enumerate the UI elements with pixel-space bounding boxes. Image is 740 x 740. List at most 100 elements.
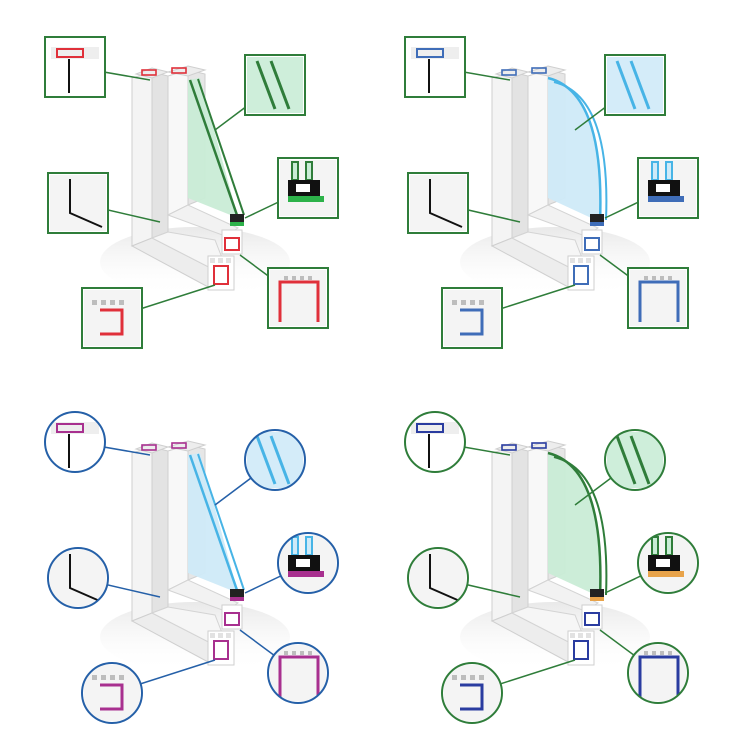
profile-chamber-upper <box>221 229 243 255</box>
detail-pane-edge-2 <box>269 60 291 110</box>
detail-reinforcement-u <box>100 308 124 336</box>
profile-chamber-cell <box>570 258 575 263</box>
detail-glass-slot-1 <box>291 161 299 181</box>
detail-reinforcement-u <box>460 683 484 711</box>
detail-reinforcement-channel <box>278 280 320 322</box>
detail-chamber-dot <box>292 276 296 280</box>
detail-chamber-dot <box>461 675 466 680</box>
left-frame-detail-border <box>47 547 109 609</box>
reinforcement-lower <box>213 640 229 660</box>
top-cap-reinforcement <box>141 69 157 76</box>
detail-chamber-dot <box>292 651 296 655</box>
detail-bead-gasket <box>296 184 310 192</box>
sash-detail <box>627 642 689 704</box>
glass-edge-inner <box>197 78 245 216</box>
sash-bottom <box>526 204 600 237</box>
reinforcement-upper <box>224 612 240 626</box>
top-corner-detail <box>44 36 106 98</box>
detail-profile-bg <box>444 290 500 346</box>
detail-frame-surface <box>410 550 466 606</box>
detail-chamber-dot <box>308 651 312 655</box>
detail-glass-slot-2 <box>665 161 673 181</box>
seal-strip <box>230 597 244 601</box>
top-cap-reinforcement <box>501 444 517 451</box>
profile-chamber-cell <box>226 258 231 263</box>
glass-detail-border <box>244 54 306 116</box>
glass-pane <box>548 78 601 222</box>
reinforcement-upper <box>584 612 600 626</box>
glazing-bead <box>590 214 604 224</box>
detail-seal <box>288 571 324 577</box>
detail-chamber-dot <box>101 300 106 305</box>
top-cap-reinforcement <box>141 444 157 451</box>
profile-chamber-cell <box>210 258 215 263</box>
bottom-profile-detail-border <box>441 662 503 724</box>
detail-chamber-dot <box>110 300 115 305</box>
detail-pane-edge-1 <box>615 435 637 485</box>
glazing-bead-detail <box>637 157 699 219</box>
glass-detail <box>604 54 666 116</box>
window-variant-green-straight <box>44 36 339 349</box>
detail-chamber-dot <box>119 300 124 305</box>
sash-vertical <box>527 444 549 591</box>
reinforcement-lower <box>213 265 229 285</box>
sash-detail-border <box>267 267 329 329</box>
profile-chamber-cell <box>226 633 231 638</box>
detail-bead-gasket <box>296 559 310 567</box>
reinforcement-lower <box>573 640 589 660</box>
glass-detail-border <box>604 54 666 116</box>
glazing-bead-detail <box>277 532 339 594</box>
detail-chamber-dot <box>668 276 672 280</box>
top-cap-reinforcement-2 <box>531 442 547 449</box>
detail-chamber-dot <box>308 276 312 280</box>
glazing-bead <box>590 589 604 599</box>
detail-chamber-dot <box>470 300 475 305</box>
detail-profile-bg <box>84 665 140 721</box>
sash-detail <box>267 267 329 329</box>
glazing-bead-detail-border <box>637 157 699 219</box>
detail-reinforcement-channel <box>278 655 320 697</box>
detail-reinforcement <box>416 48 444 58</box>
detail-chamber-dot <box>284 651 288 655</box>
top-corner-detail-border <box>404 36 466 98</box>
top-corner-detail-border <box>44 411 106 473</box>
profile-chamber-cell <box>570 633 575 638</box>
detail-corner-line <box>69 554 103 603</box>
detail-chamber-dot <box>652 651 656 655</box>
profile-chamber-cell <box>578 258 583 263</box>
window-variant-navy-arched <box>404 411 699 724</box>
glazing-bead-detail-border <box>277 157 339 219</box>
detail-reinforcement <box>416 423 444 433</box>
detail-seal <box>288 196 324 202</box>
detail-pane-edge-1 <box>615 60 637 110</box>
bottom-profile-detail <box>441 287 503 349</box>
detail-chamber-dot <box>284 276 288 280</box>
top-cap-reinforcement <box>501 69 517 76</box>
outer-frame-side <box>151 446 169 614</box>
detail-glass-slot-1 <box>651 161 659 181</box>
detail-chamber-dot <box>300 276 304 280</box>
sash-detail-border <box>267 642 329 704</box>
detail-chamber-dot <box>452 675 457 680</box>
detail-chamber-dot <box>660 276 664 280</box>
glass-detail-border <box>244 429 306 491</box>
detail-reinforcement <box>56 48 84 58</box>
sash-vertical <box>167 69 189 216</box>
glass-edge-inner <box>553 456 608 596</box>
detail-glass-slot-2 <box>305 536 313 556</box>
left-frame-detail <box>47 172 109 234</box>
left-frame-detail-border <box>407 172 469 234</box>
top-corner-detail-border <box>44 36 106 98</box>
detail-chamber-dot <box>660 651 664 655</box>
sash-vertical <box>167 444 189 591</box>
detail-chamber-dot <box>452 300 457 305</box>
detail-profile-bg <box>84 290 140 346</box>
top-corner-detail <box>404 411 466 473</box>
detail-bead-gasket <box>656 184 670 192</box>
detail-chamber-dot <box>92 300 97 305</box>
left-frame-detail-border <box>47 172 109 234</box>
reinforcement-lower <box>573 265 589 285</box>
top-cap-reinforcement-2 <box>531 67 547 74</box>
detail-pane-edge-2 <box>629 60 651 110</box>
